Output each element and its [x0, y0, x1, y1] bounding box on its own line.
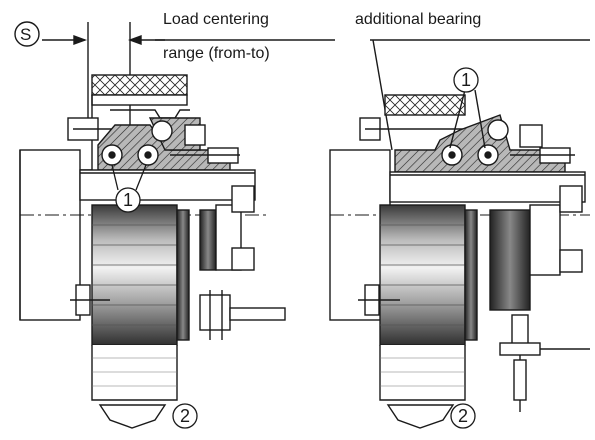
left-assembly: [15, 22, 335, 428]
callout-2-left-number: 2: [175, 407, 195, 425]
s-marker-label: S: [20, 26, 31, 43]
load-centering-label-line2: range (from-to): [163, 46, 270, 62]
callout-2-right-number: 2: [453, 407, 473, 425]
callout-1-left-number: 1: [118, 191, 138, 209]
right-assembly: [330, 40, 590, 428]
callout-1-right-number: 1: [456, 71, 476, 89]
load-centering-label-line1: Load centering: [163, 12, 269, 28]
additional-bearing-label: additional bearing: [355, 12, 481, 28]
